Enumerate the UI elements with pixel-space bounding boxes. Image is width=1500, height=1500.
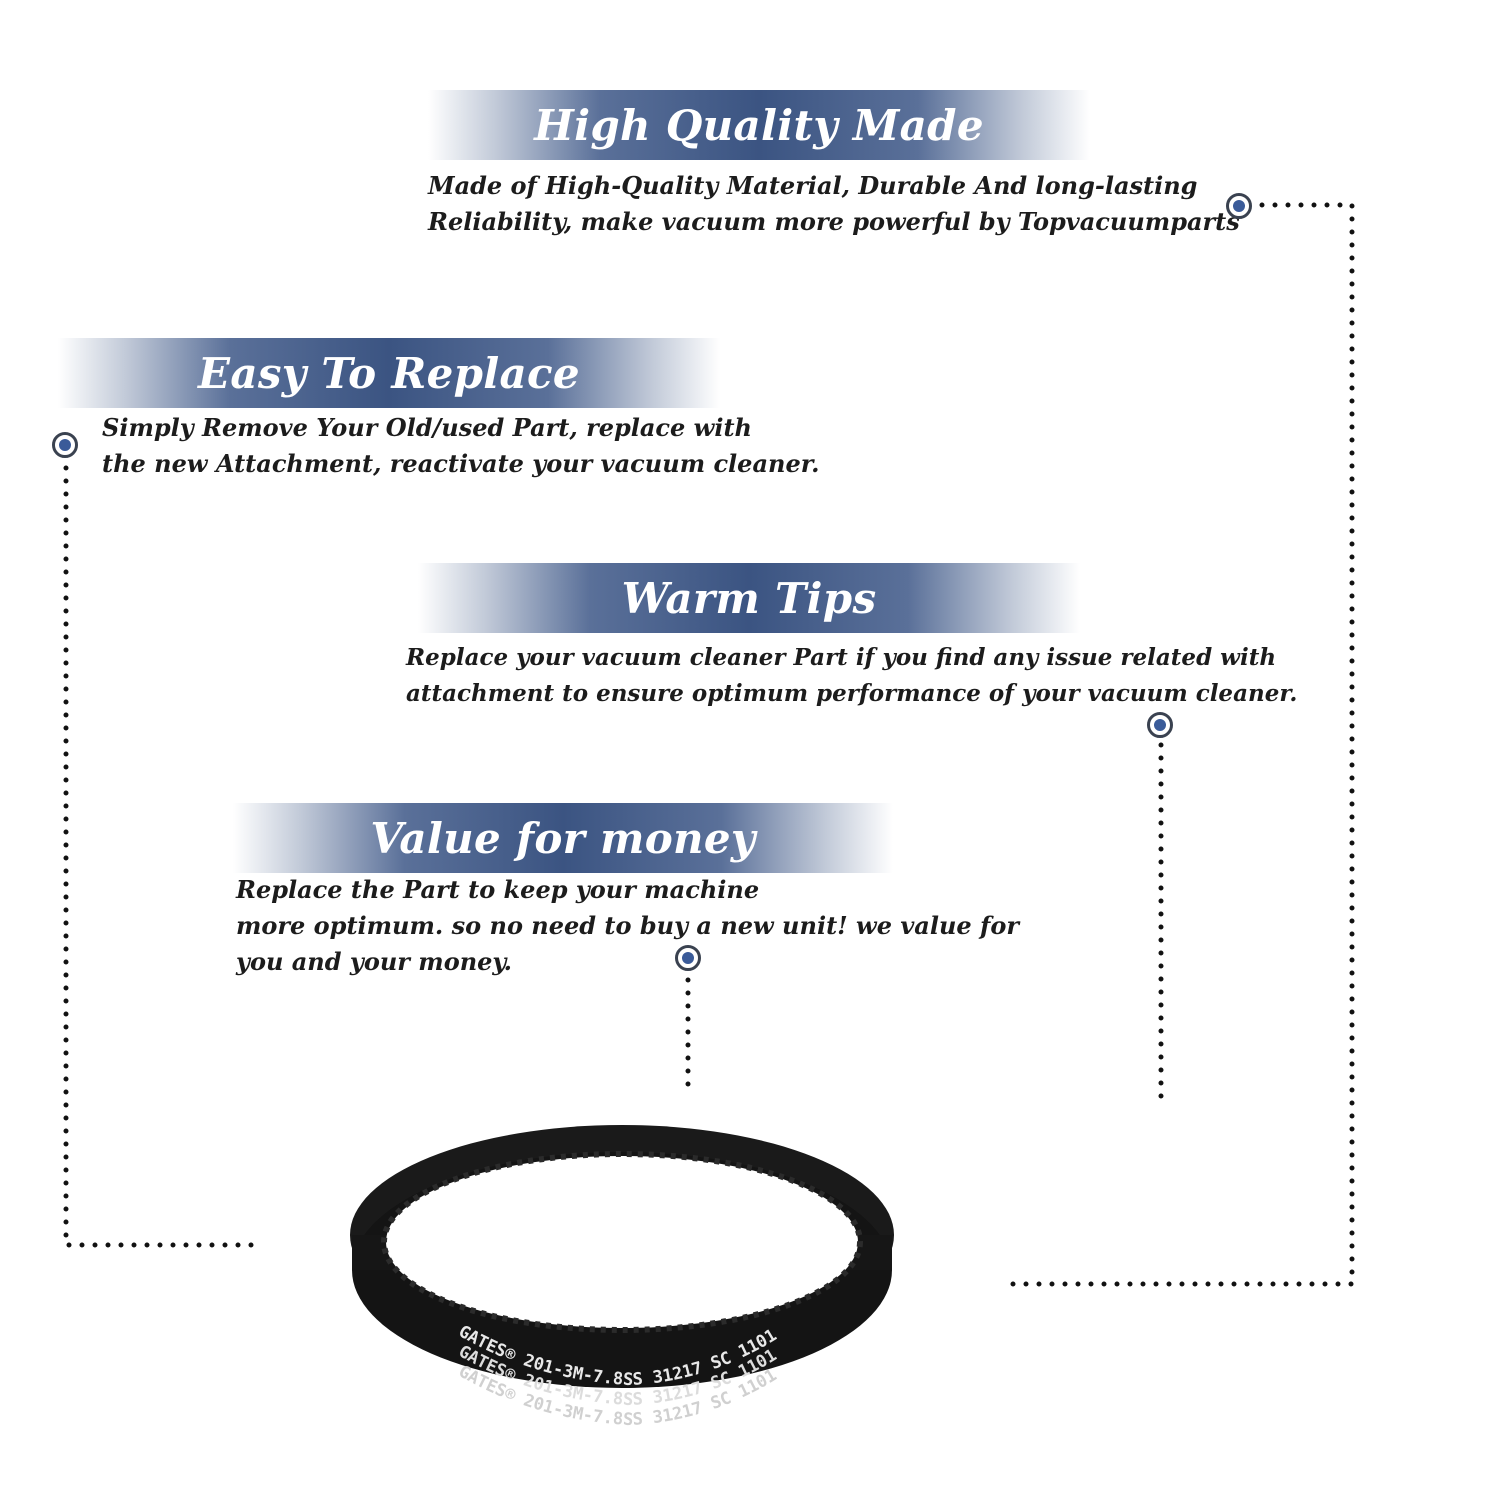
description-line: the new Attachment, reactivate your vacu… — [102, 449, 820, 478]
description-value-money: Replace the Part to keep your machine mo… — [236, 872, 1019, 980]
vacuum-belt-image: GATES® 201-3M-7.8SS 31217 SC 1101 GATES®… — [350, 1125, 894, 1430]
banner-title: High Quality Made — [534, 100, 984, 150]
banner-warm-tips: Warm Tips — [418, 563, 1080, 633]
marker-icon — [52, 432, 78, 458]
description-line: more optimum. so no need to buy a new un… — [236, 911, 1019, 940]
banner-high-quality: High Quality Made — [428, 90, 1090, 160]
connector-high-quality — [997, 202, 1355, 1287]
description-line: Made of High-Quality Material, Durable A… — [428, 171, 1198, 200]
marker-icon — [1226, 193, 1252, 219]
description-line: Replace your vacuum cleaner Part if you … — [406, 644, 1277, 671]
description-line: Simply Remove Your Old/used Part, replac… — [102, 413, 752, 442]
banner-title: Warm Tips — [621, 573, 877, 623]
description-line: you and your money. — [236, 947, 512, 976]
marker-icon — [675, 945, 701, 971]
description-warm-tips: Replace your vacuum cleaner Part if you … — [406, 640, 1297, 712]
description-line: Replace the Part to keep your machine — [236, 875, 760, 904]
description-line: Reliability, make vacuum more powerful b… — [428, 207, 1240, 236]
banner-easy-replace: Easy To Replace — [58, 338, 720, 408]
banner-title: Value for money — [370, 813, 756, 863]
description-easy-replace: Simply Remove Your Old/used Part, replac… — [102, 410, 820, 482]
banner-value-money: Value for money — [233, 803, 893, 873]
connector-easy-replace — [63, 465, 263, 1248]
banner-title: Easy To Replace — [198, 348, 580, 398]
marker-icon — [1147, 712, 1173, 738]
description-high-quality: Made of High-Quality Material, Durable A… — [428, 168, 1240, 240]
description-line: attachment to ensure optimum performance… — [406, 680, 1298, 707]
